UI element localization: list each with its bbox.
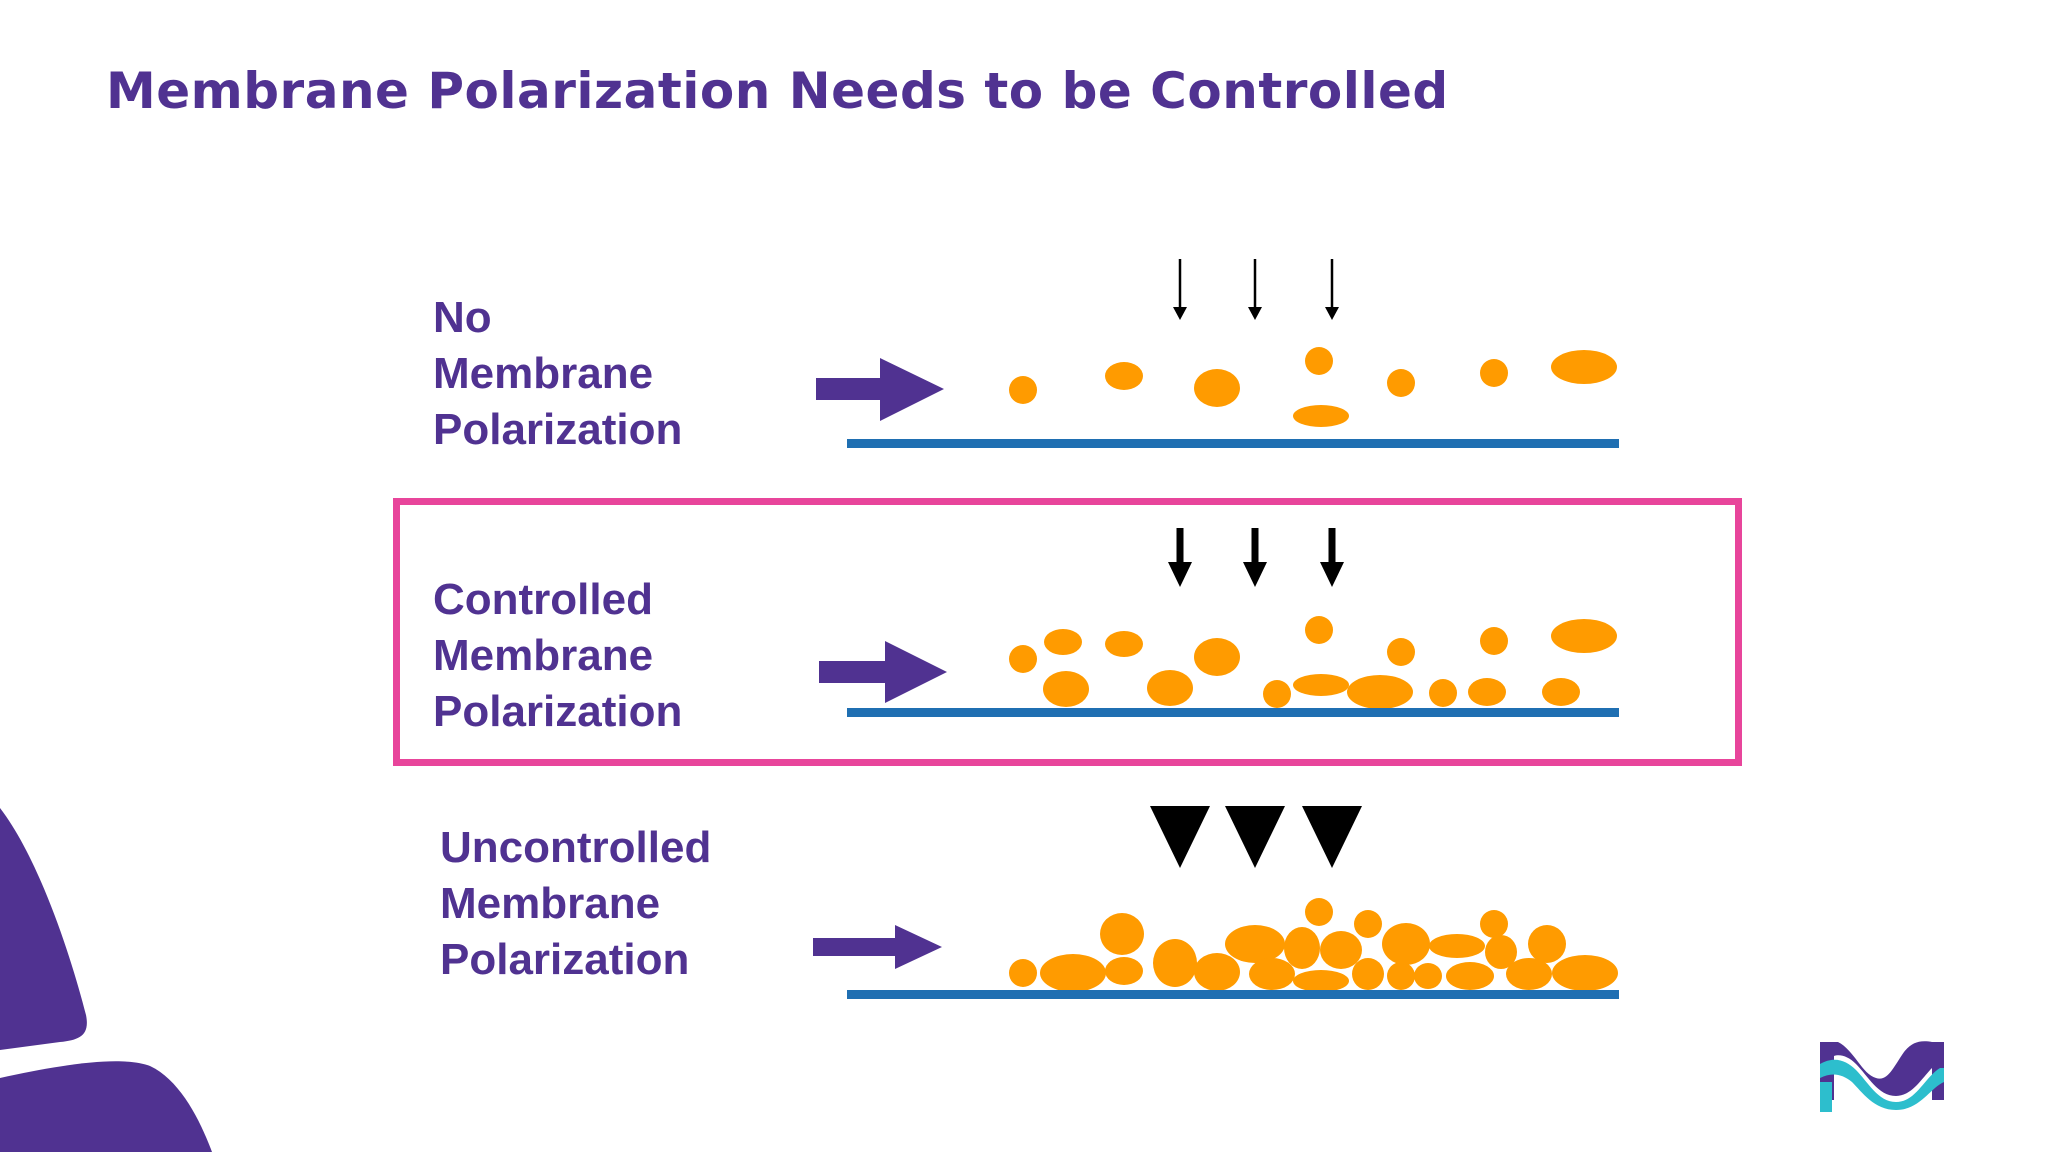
particle	[1105, 362, 1143, 390]
right-arrow-icon	[813, 925, 942, 969]
particle	[1009, 959, 1037, 987]
particle	[1552, 955, 1618, 991]
highlight-box	[393, 498, 1742, 766]
particle	[1009, 645, 1037, 673]
particle	[1429, 679, 1457, 707]
particle	[1352, 958, 1384, 990]
particle	[1480, 627, 1508, 655]
particle	[1263, 680, 1291, 708]
diagram-row-controlled-polarization	[819, 528, 1619, 717]
label-line: Polarization	[433, 687, 683, 736]
particle	[1105, 631, 1143, 657]
particle	[1414, 963, 1442, 989]
particle	[1153, 939, 1197, 987]
label-line: Polarization	[440, 935, 690, 984]
particle	[1528, 925, 1566, 963]
down-arrow-icon	[1243, 528, 1267, 587]
label-controlled-polarization: Controlled Membrane Polarization	[433, 572, 682, 740]
down-arrow-icon	[1325, 259, 1339, 320]
particle	[1009, 376, 1037, 404]
particle	[1194, 638, 1240, 676]
membrane-line	[847, 439, 1619, 448]
down-arrow-icon	[1248, 259, 1262, 320]
particle	[1485, 935, 1517, 969]
particle	[1305, 347, 1333, 375]
particle	[1043, 671, 1089, 707]
brand-m-logo-icon	[1820, 1041, 1944, 1112]
particle	[1480, 359, 1508, 387]
particle	[1305, 616, 1333, 644]
label-line: Membrane	[433, 631, 654, 680]
particle	[1293, 405, 1349, 427]
particle	[1044, 629, 1082, 655]
membrane-line	[847, 990, 1619, 999]
particle	[1100, 913, 1144, 955]
particles	[1009, 898, 1618, 992]
particle	[1249, 958, 1295, 990]
right-arrow-icon	[816, 358, 944, 421]
corner-shape-upper	[0, 808, 87, 1050]
particle	[1147, 670, 1193, 706]
particle	[1194, 953, 1240, 991]
particle	[1305, 898, 1333, 926]
label-line: Uncontrolled	[440, 823, 712, 872]
pressure-arrows	[1173, 259, 1339, 320]
particle	[1040, 954, 1106, 992]
pressure-arrows	[1150, 806, 1362, 868]
diagram-row-uncontrolled-polarization	[813, 806, 1619, 999]
down-arrow-icon	[1173, 259, 1187, 320]
slide-title: Membrane Polarization Needs to be Contro…	[106, 62, 1449, 120]
particle	[1225, 925, 1285, 963]
corner-shape-lower	[0, 1061, 212, 1152]
down-arrow-icon	[1320, 528, 1344, 587]
particle	[1284, 927, 1320, 969]
particle	[1105, 957, 1143, 985]
label-line: Membrane	[433, 349, 654, 398]
label-no-polarization: No Membrane Polarization	[433, 290, 682, 458]
particle	[1446, 962, 1494, 990]
particle	[1382, 923, 1430, 965]
label-line: Controlled	[433, 575, 653, 624]
particle	[1387, 962, 1415, 990]
particle	[1468, 678, 1506, 706]
particle	[1506, 958, 1552, 990]
particle	[1551, 350, 1617, 384]
diagram-row-no-polarization	[816, 259, 1619, 448]
particle	[1387, 638, 1415, 666]
particle	[1320, 931, 1362, 969]
particle	[1542, 678, 1580, 706]
particle	[1293, 970, 1349, 992]
particle	[1194, 369, 1240, 407]
label-line: No	[433, 293, 492, 342]
corner-decoration	[0, 808, 212, 1152]
particle	[1551, 619, 1617, 653]
down-arrow-icon	[1302, 806, 1362, 868]
down-arrow-icon	[1168, 528, 1192, 587]
pressure-arrows	[1168, 528, 1344, 587]
particle	[1354, 910, 1382, 938]
particle	[1429, 934, 1485, 958]
particle	[1480, 910, 1508, 938]
particle	[1347, 675, 1413, 709]
particle	[1293, 674, 1349, 696]
down-arrow-icon	[1225, 806, 1285, 868]
particle	[1387, 369, 1415, 397]
right-arrow-icon	[819, 641, 947, 703]
label-line: Membrane	[440, 879, 661, 928]
particles	[1009, 347, 1617, 427]
label-uncontrolled-polarization: Uncontrolled Membrane Polarization	[440, 820, 711, 988]
label-line: Polarization	[433, 405, 683, 454]
membrane-line	[847, 708, 1619, 717]
particles	[1009, 616, 1617, 709]
down-arrow-icon	[1150, 806, 1210, 868]
